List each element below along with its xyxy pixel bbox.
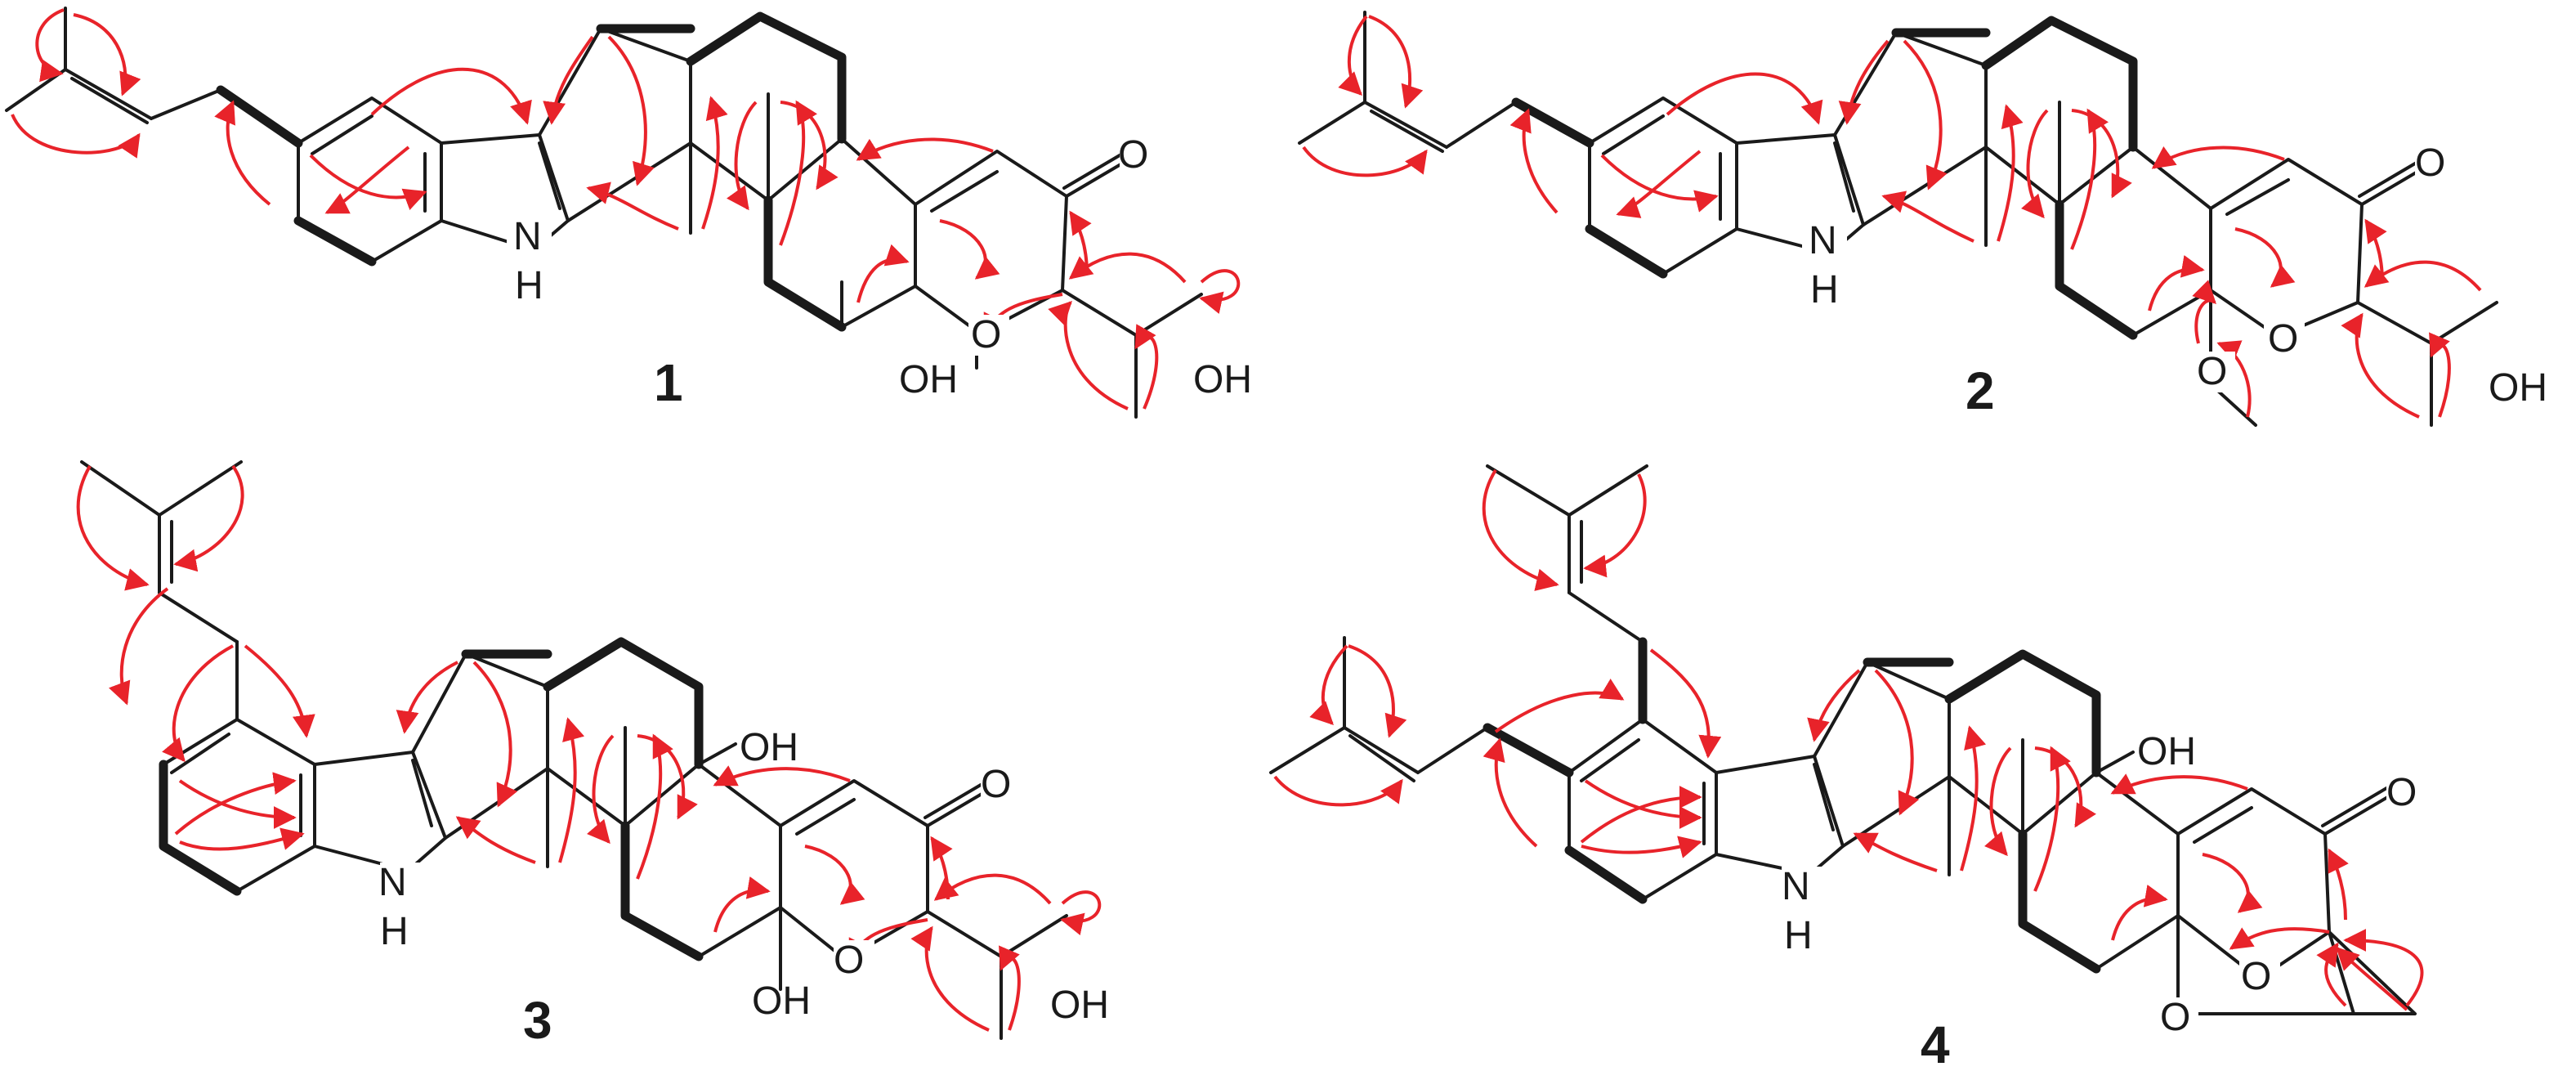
compound-4-oh: OH (2137, 730, 2196, 773)
compound-1-nh-h: H (515, 264, 543, 307)
compound-3-nh-n: N (378, 861, 407, 904)
compound-1-structure (5, 7, 1241, 419)
compound-1-label: 1 (654, 353, 683, 412)
compound-1-oh-right: OH (1193, 358, 1252, 401)
compound-2-methoxy-o: O (2197, 350, 2227, 393)
compound-3-oh-top: OH (740, 726, 798, 769)
compound-3-oh-right: OH (1050, 984, 1109, 1027)
compound-2-carbonyl-o: O (2415, 141, 2445, 185)
compound-4-carbonyl-o: O (2386, 771, 2417, 814)
compound-1-oh-left: OH (899, 358, 958, 401)
compound-2-ring-o: O (2268, 317, 2298, 361)
compound-3-carbonyl-o: O (981, 763, 1011, 806)
compound-1-nh-n: N (513, 215, 542, 258)
compound-4-label: 4 (1921, 1015, 1950, 1074)
compound-2-nh-h: H (1810, 268, 1839, 311)
compound-3-oh-left: OH (752, 979, 811, 1023)
compound-2-structure (1298, 11, 2498, 427)
compound-3-nh-h: H (380, 910, 409, 953)
compound-3-labels: N H OH O O OH OH 3 (378, 726, 1109, 1050)
compound-1-ring-o: O (971, 313, 1001, 356)
compound-3-label: 3 (523, 991, 552, 1050)
compound-1-labels: N H O O OH OH 1 (507, 133, 1252, 412)
compound-4-ring-o: O (2241, 955, 2271, 998)
compound-3-structure (76, 460, 1102, 1040)
compound-4-labels: N H OH O O O 4 (1782, 730, 2431, 1074)
compound-4-nh-n: N (1782, 865, 1810, 908)
compound-4-structure (1269, 464, 2424, 1015)
compound-2-nh-n: N (1809, 219, 1837, 262)
compound-2-labels: N H O O O OH 2 (1802, 141, 2547, 420)
compound-4-epoxide-o: O (2160, 996, 2190, 1039)
compound-1-carbonyl-o: O (1118, 133, 1148, 177)
compound-2-label: 2 (1966, 361, 1995, 420)
compound-2-oh: OH (2489, 366, 2547, 410)
compound-3-ring-o: O (834, 939, 864, 982)
compound-4-nh-h: H (1784, 914, 1813, 957)
